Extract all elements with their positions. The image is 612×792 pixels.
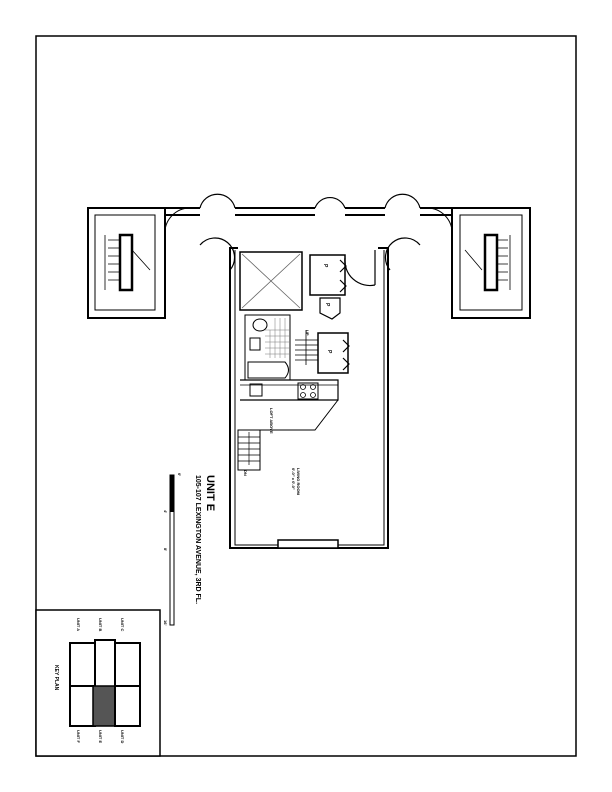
stair-left — [87, 207, 191, 319]
living-room-label: LIVING ROOM — [296, 468, 301, 496]
svg-text:UNIT A: UNIT A — [76, 618, 81, 631]
closet-small — [319, 297, 341, 320]
svg-text:UNIT E: UNIT E — [98, 730, 103, 743]
svg-text:4': 4' — [163, 510, 168, 513]
bathroom — [244, 314, 291, 381]
unit-title: UNIT E — [204, 475, 216, 511]
svg-text:0': 0' — [177, 473, 182, 476]
svg-text:8': 8' — [163, 548, 168, 551]
window — [277, 539, 339, 549]
kitchen-counter — [240, 379, 339, 401]
pantry-label-3: P — [326, 350, 332, 354]
loft-stair — [237, 429, 261, 471]
svg-text:UNIT D: UNIT D — [120, 730, 125, 743]
svg-text:UNIT F: UNIT F — [76, 730, 81, 743]
title-block: UNIT E 105-107 LEXINGTON AVENUE, 3RD FL. — [194, 475, 216, 604]
unit-labels: P P P UP DN LOFT ABOVE LIVING ROOM 0'-0"… — [243, 264, 332, 496]
stair-right — [426, 207, 531, 319]
elevator-shaft — [239, 251, 303, 311]
address-title: 105-107 LEXINGTON AVENUE, 3RD FL. — [194, 475, 201, 604]
scale-bar: 0' 4' 8' 16' — [163, 473, 182, 626]
highlighted-unit-e — [92, 685, 118, 727]
sheet-border — [35, 35, 577, 757]
key-plan: KEY PLAN UNIT A UNIT B UNIT C UNIT F UNI… — [35, 609, 161, 757]
dn-label: DN — [243, 470, 248, 476]
closet — [309, 254, 346, 296]
svg-text:KEY PLAN: KEY PLAN — [53, 665, 59, 691]
unit-e-plan — [229, 247, 389, 549]
svg-text:16': 16' — [163, 620, 168, 625]
up-label: UP — [305, 330, 310, 336]
pantry-label: P — [322, 264, 328, 268]
loft-label: LOFT ABOVE — [269, 408, 274, 434]
corridor — [165, 193, 452, 271]
svg-text:UNIT C: UNIT C — [120, 618, 125, 631]
pantry-label-2: P — [324, 303, 330, 307]
living-room-dims: 0'-0" x 0'-0" — [291, 468, 296, 490]
svg-text:UNIT B: UNIT B — [98, 618, 103, 631]
